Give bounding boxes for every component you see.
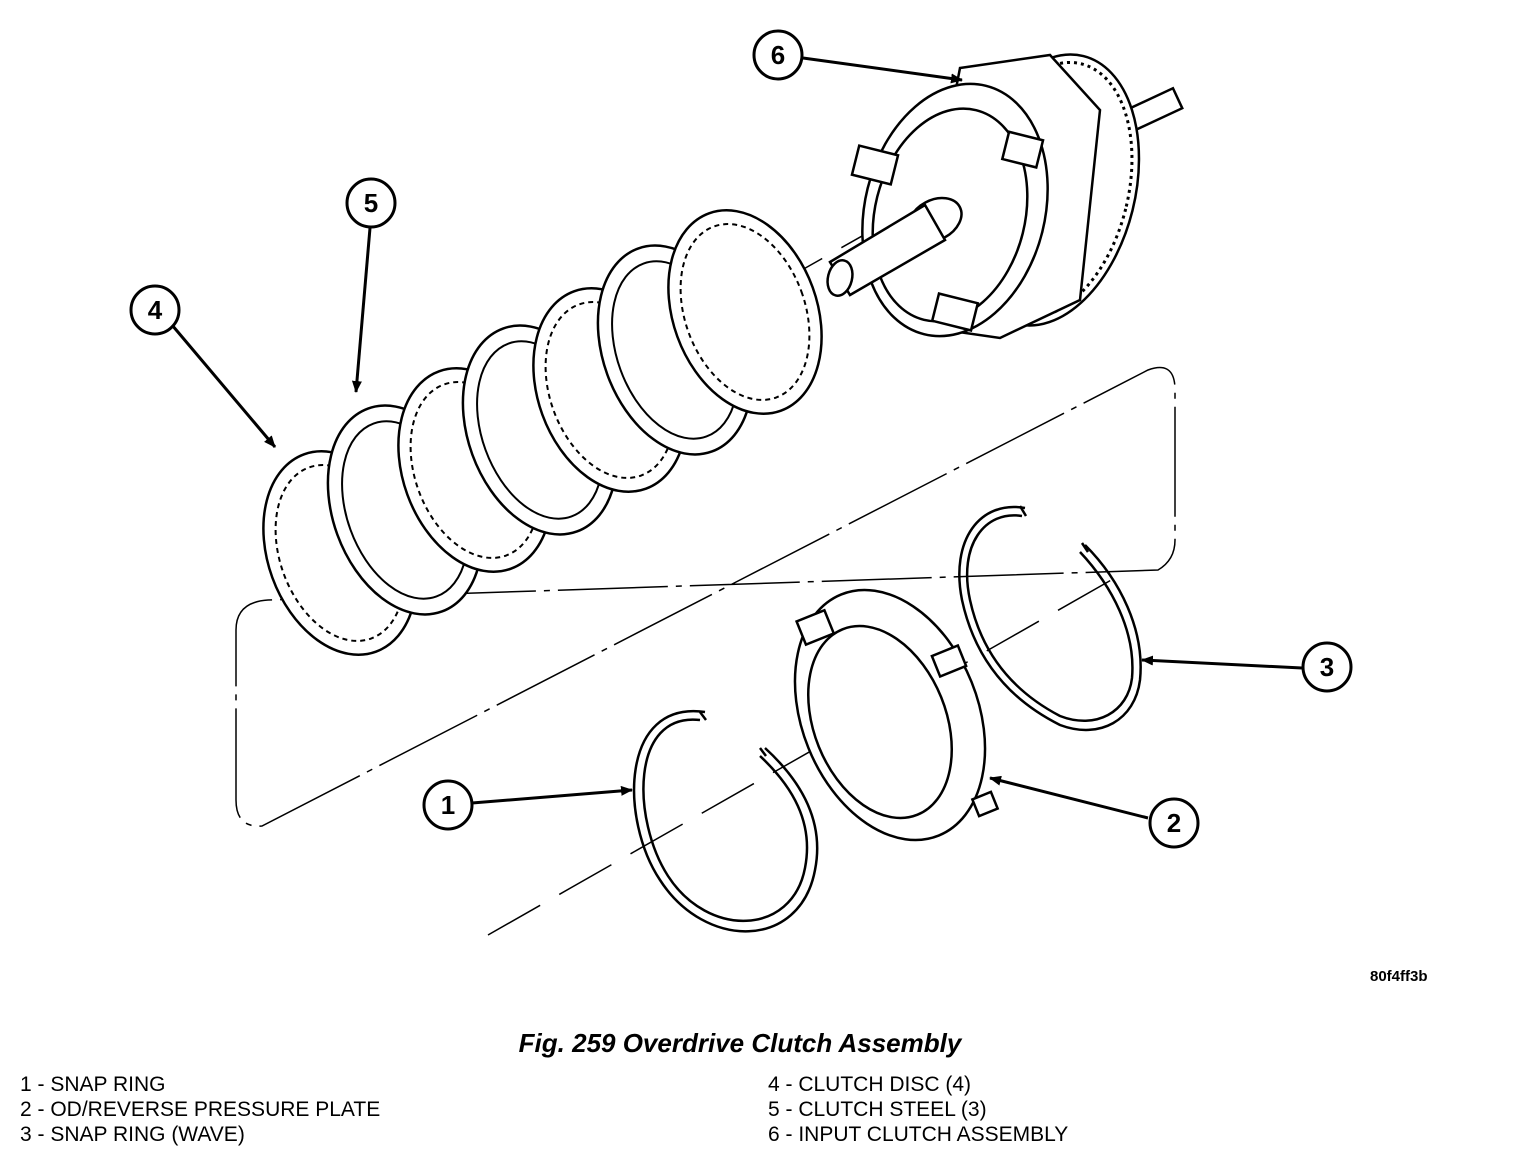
- svg-text:4: 4: [148, 295, 163, 325]
- group-outline: [235, 366, 1176, 827]
- leader-6: [802, 56, 963, 84]
- pressure-plate: [793, 588, 1000, 842]
- callout-5: 5: [345, 177, 397, 229]
- legend-item: 2 - OD/REVERSE PRESSURE PLATE: [20, 1098, 381, 1121]
- snap-ring: [632, 709, 819, 933]
- clutch-disc: [667, 209, 823, 415]
- input-clutch-assembly: [826, 53, 1184, 340]
- svg-text:6: 6: [771, 40, 785, 70]
- leader-2: [989, 775, 1149, 820]
- svg-text:2: 2: [1167, 808, 1181, 838]
- leader-1: [471, 785, 633, 805]
- callout-4: 4: [129, 284, 181, 336]
- legend-item: 5 - CLUTCH STEEL (3): [768, 1098, 987, 1121]
- leader-5: [351, 227, 372, 393]
- figure-reference-code: 80f4ff3b: [1370, 968, 1428, 985]
- exploded-view-diagram: 1 2 3 4 5 6: [129, 29, 1353, 936]
- leader-4: [170, 324, 277, 448]
- callout-6: 6: [752, 29, 804, 81]
- legend-item: 1 - SNAP RING: [20, 1073, 166, 1096]
- legend-item: 4 - CLUTCH DISC (4): [768, 1073, 972, 1096]
- legend-item: 3 - SNAP RING (WAVE): [20, 1123, 245, 1146]
- callout-3: 3: [1301, 641, 1353, 693]
- leader-lines: [170, 56, 1303, 820]
- clutch-stack: [262, 209, 823, 656]
- figure-title: Fig. 259 Overdrive Clutch Assembly: [518, 1028, 962, 1058]
- legend-item: 6 - INPUT CLUTCH ASSEMBLY: [768, 1123, 1069, 1146]
- leader-3: [1141, 655, 1303, 670]
- callout-2: 2: [1148, 797, 1200, 849]
- svg-text:3: 3: [1320, 652, 1334, 682]
- svg-text:5: 5: [364, 188, 378, 218]
- wave-snap-ring: [958, 505, 1142, 732]
- legend-left-column: 1 - SNAP RING 2 - OD/REVERSE PRESSURE PL…: [20, 1072, 380, 1147]
- callout-1: 1: [422, 779, 474, 831]
- legend-right-column: 4 - CLUTCH DISC (4) 5 - CLUTCH STEEL (3)…: [768, 1072, 1068, 1147]
- svg-text:1: 1: [441, 790, 455, 820]
